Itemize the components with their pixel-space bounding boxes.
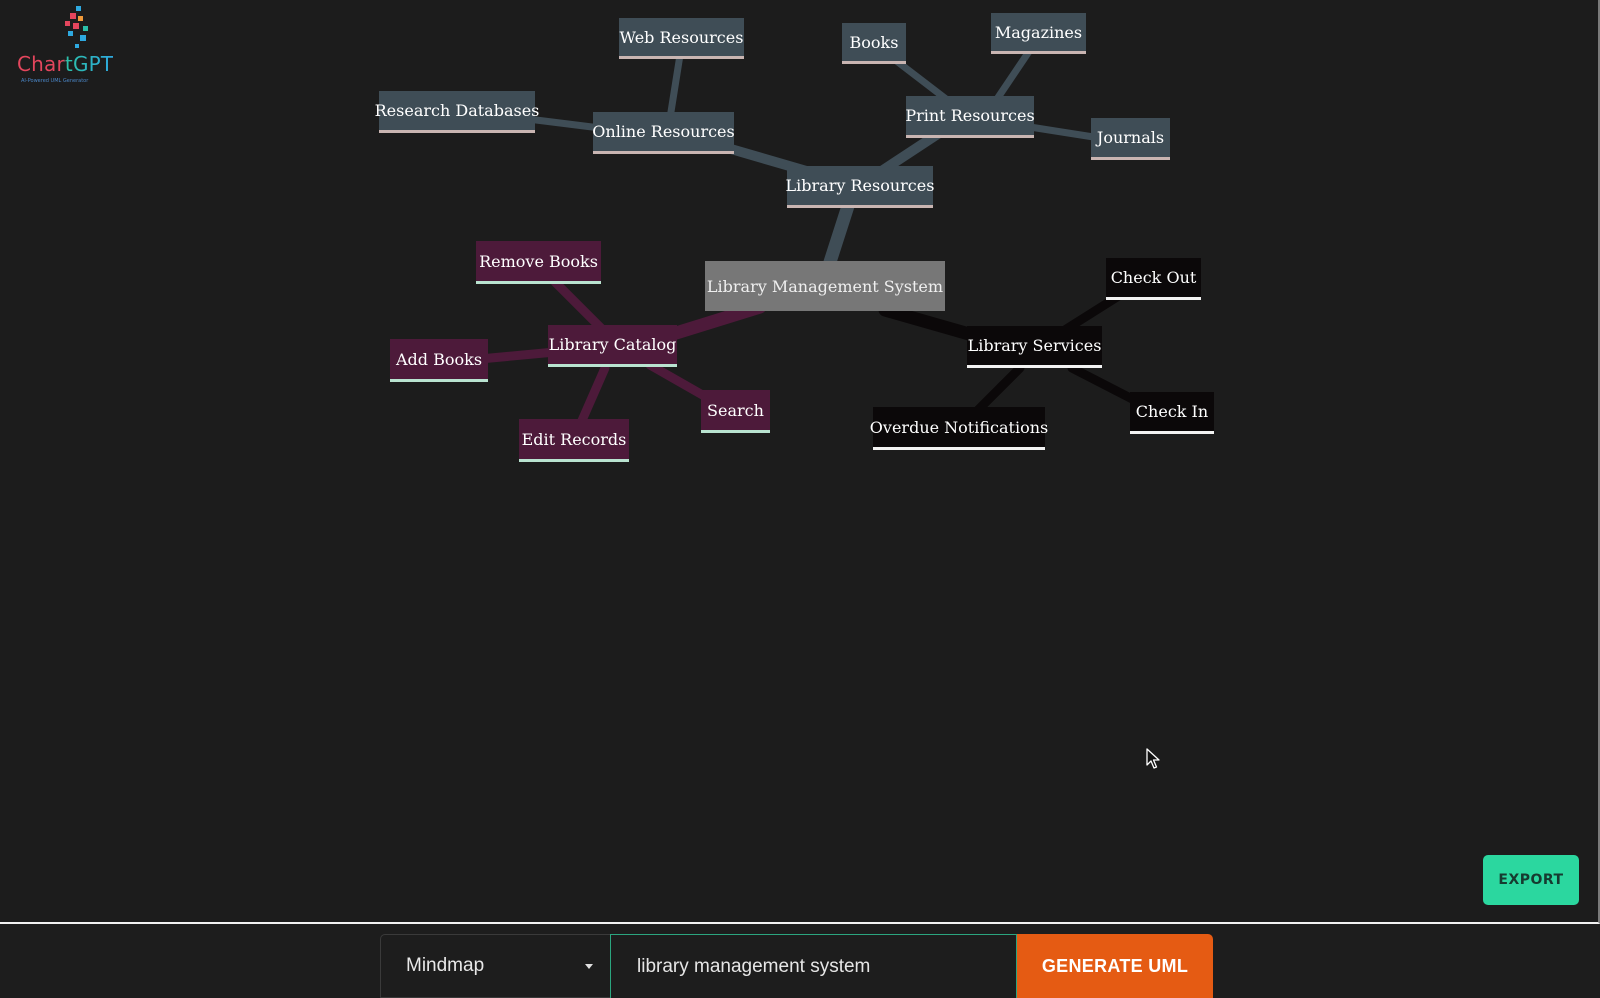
edge-catalog-edit — [575, 363, 610, 430]
node-journals[interactable]: Journals — [1091, 118, 1170, 160]
edge-print-magazines — [991, 46, 1034, 106]
node-library-services[interactable]: Library Services — [967, 326, 1102, 368]
edge-root-resources — [823, 199, 855, 269]
logo-text: ChartGPT — [17, 52, 114, 76]
logo-mark-icon — [65, 6, 88, 48]
node-research-databases[interactable]: Research Databases — [375, 91, 539, 133]
edge-catalog-remove — [550, 277, 610, 337]
prompt-input[interactable] — [610, 934, 1017, 998]
node-library-management-system[interactable]: Library Management System — [705, 261, 945, 311]
node-add-books[interactable]: Add Books — [390, 339, 488, 382]
caret-down-icon — [585, 964, 593, 969]
node-library-resources[interactable]: Library Resources — [786, 166, 934, 208]
node-remove-books[interactable]: Remove Books — [476, 241, 601, 284]
node-check-out[interactable]: Check Out — [1106, 258, 1201, 300]
node-books[interactable]: Books — [842, 23, 906, 64]
node-overdue-notifications[interactable]: Overdue Notifications — [870, 407, 1048, 450]
mouse-cursor-icon — [1146, 748, 1160, 769]
chartgpt-logo[interactable]: ChartGPT AI-Powered UML Generator — [14, 6, 126, 88]
mindmap-edges — [475, 46, 1145, 430]
diagram-type-select[interactable]: Mindmap — [380, 934, 610, 998]
diagram-type-value: Mindmap — [406, 955, 485, 976]
diagram-canvas[interactable]: ChartGPT AI-Powered UML Generator Web Re… — [0, 0, 1600, 924]
node-edit-records[interactable]: Edit Records — [519, 419, 629, 462]
generate-uml-button[interactable]: GENERATE UML — [1017, 934, 1213, 998]
node-online-resources[interactable]: Online Resources — [592, 112, 735, 154]
node-web-resources[interactable]: Web Resources — [619, 18, 744, 59]
export-button[interactable]: EXPORT — [1483, 855, 1579, 905]
node-magazines[interactable]: Magazines — [991, 13, 1086, 54]
node-search[interactable]: Search — [701, 390, 770, 433]
node-check-in[interactable]: Check In — [1130, 392, 1214, 434]
generation-toolbar: Mindmap GENERATE UML — [380, 934, 1213, 998]
logo-tagline: AI-Powered UML Generator — [21, 78, 89, 84]
edge-services-checkin — [1067, 363, 1145, 408]
edge-catalog-add — [475, 347, 560, 364]
edge-online-web — [666, 51, 684, 122]
node-print-resources[interactable]: Print Resources — [905, 96, 1035, 138]
node-library-catalog[interactable]: Library Catalog — [548, 325, 677, 367]
edge-print-journals — [1026, 123, 1104, 142]
